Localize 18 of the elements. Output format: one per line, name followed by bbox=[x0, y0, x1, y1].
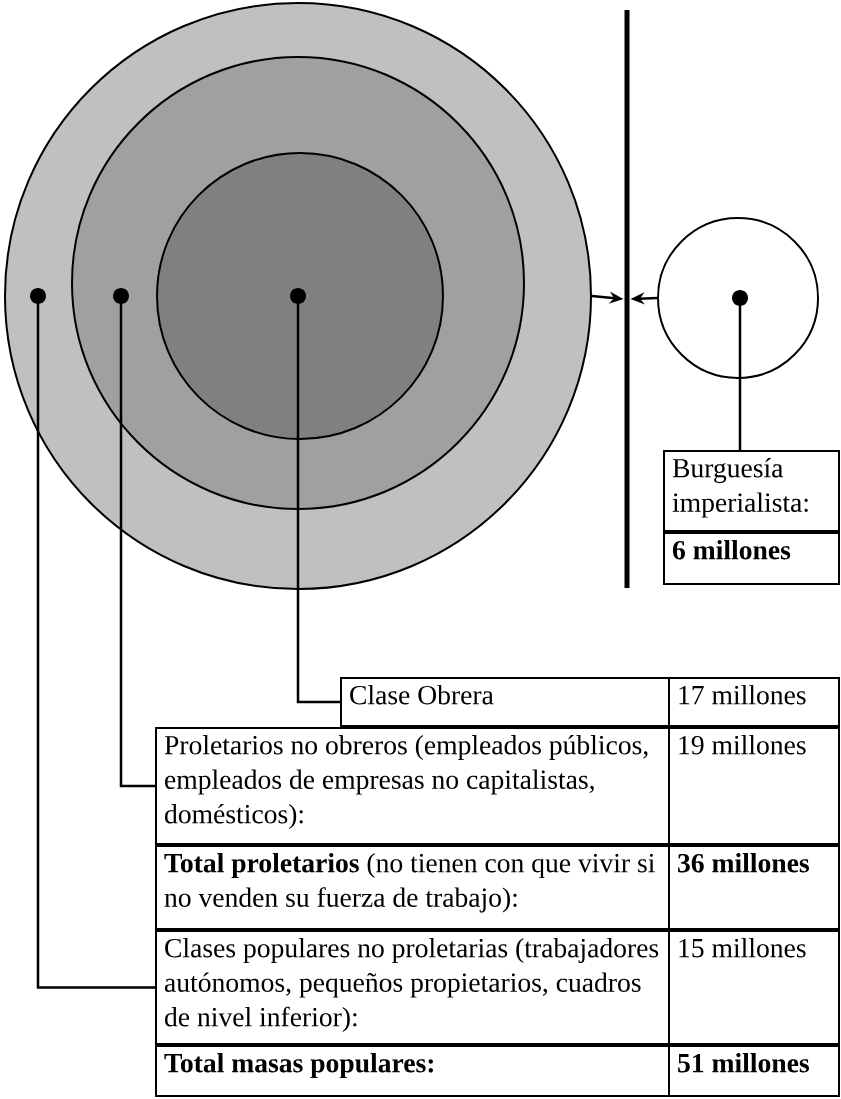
table-cell: 19 millones bbox=[668, 727, 840, 845]
table-cell: Clases populares no proletarias (trabajadores autónomos, pequeños propietarios, cuadros de nivel inferior): bbox=[155, 930, 670, 1045]
table-cell: 6 millones bbox=[663, 532, 840, 585]
circle bbox=[657, 217, 819, 379]
table-cell: 17 millones bbox=[668, 677, 840, 727]
leader-line bbox=[290, 288, 340, 704]
table-cell: Burguesía imperialista: bbox=[663, 450, 840, 532]
table-cell: Total masas populares: bbox=[155, 1045, 670, 1097]
circle bbox=[156, 152, 444, 440]
table-cell: 36 millones bbox=[668, 845, 840, 930]
table-cell: Proletarios no obreros (empleados públicos, empleados de empresas no capitalistas, domésticos): bbox=[155, 727, 670, 845]
leader-line bbox=[30, 288, 155, 989]
leader-line bbox=[113, 288, 155, 788]
table-cell: Clase Obrera bbox=[340, 677, 670, 727]
leader-line bbox=[732, 290, 748, 450]
table-cell: Total proletarios (no tienen con que vivir si no venden su fuerza de trabajo): bbox=[155, 845, 670, 930]
table-cell: 51 millones bbox=[668, 1045, 840, 1097]
table-cell: 15 millones bbox=[668, 930, 840, 1045]
